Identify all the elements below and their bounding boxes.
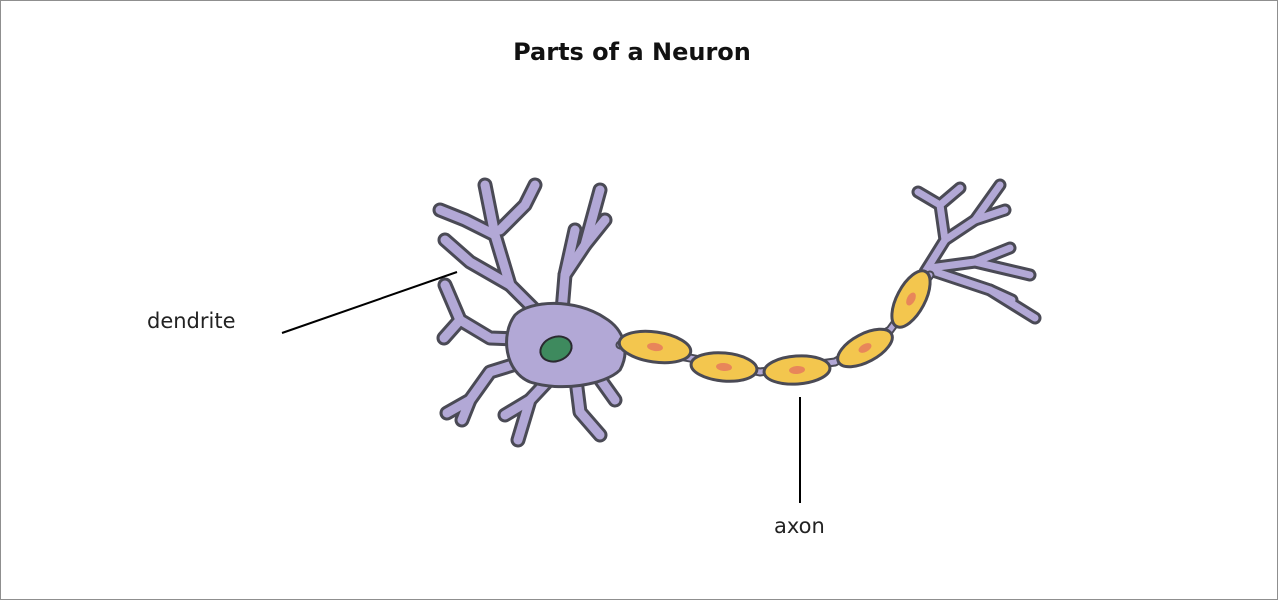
myelin-segment — [763, 354, 831, 387]
myelin-segment — [617, 327, 692, 367]
axon-label: axon — [774, 514, 825, 538]
dendrite-leader-line — [282, 272, 457, 333]
axon-terminals — [918, 185, 1035, 318]
dendrite-label: dendrite — [147, 309, 236, 333]
myelin-segment — [690, 350, 758, 384]
myelin-segment — [884, 265, 938, 333]
myelin-segment — [832, 322, 898, 375]
